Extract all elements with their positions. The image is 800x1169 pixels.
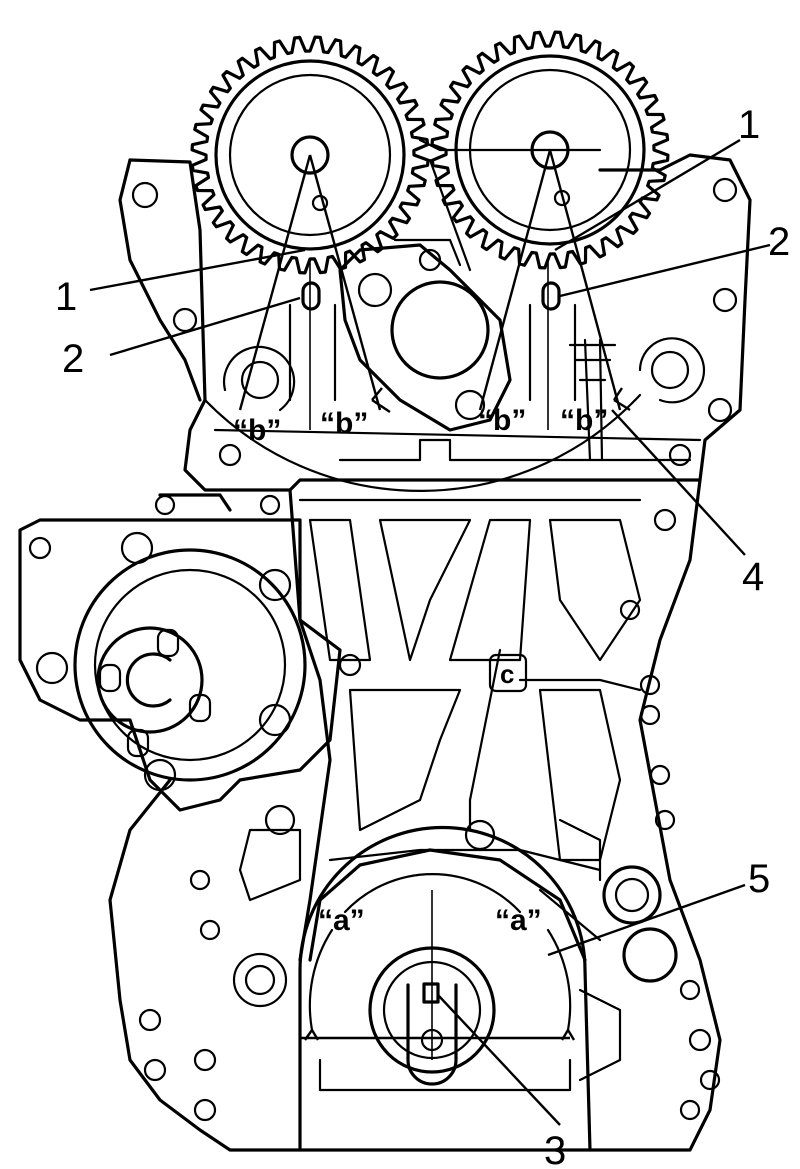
engine-block-outline — [108, 138, 752, 1152]
callout-4: 4 — [742, 555, 764, 599]
water-pump — [18, 493, 342, 812]
right-cam-sprocket — [430, 30, 670, 430]
mark-c: c — [500, 659, 514, 689]
b-mark-bosses — [203, 303, 706, 492]
callout-1-left: 1 — [55, 275, 77, 319]
mark-a-left: “a” — [318, 904, 365, 937]
callout-2-right: 2 — [768, 220, 790, 264]
mark-b-1: “b” — [233, 414, 281, 447]
callout-numbers: 1 1 2 2 3 4 5 — [55, 103, 790, 1169]
mark-a-right: “a” — [495, 904, 542, 937]
callout-1-right: 1 — [738, 103, 760, 147]
callout-5: 5 — [748, 857, 770, 901]
mark-b-2: “b” — [320, 407, 368, 440]
callout-3: 3 — [544, 1129, 566, 1169]
lower-bosses — [232, 804, 678, 1082]
leader-lines — [89, 138, 771, 1126]
callout-2-left: 2 — [62, 337, 84, 381]
bolt-holes — [131, 177, 738, 1122]
tensioner-boss — [338, 158, 512, 432]
mark-b-3: “b” — [478, 404, 526, 437]
mark-b-4: “b” — [560, 404, 608, 437]
block-ribs — [298, 498, 642, 872]
timing-marks: “b” “b” “b” “b” “a” “a” c — [233, 404, 608, 937]
left-cam-sprocket — [190, 35, 430, 430]
crankshaft-area — [298, 825, 592, 1152]
